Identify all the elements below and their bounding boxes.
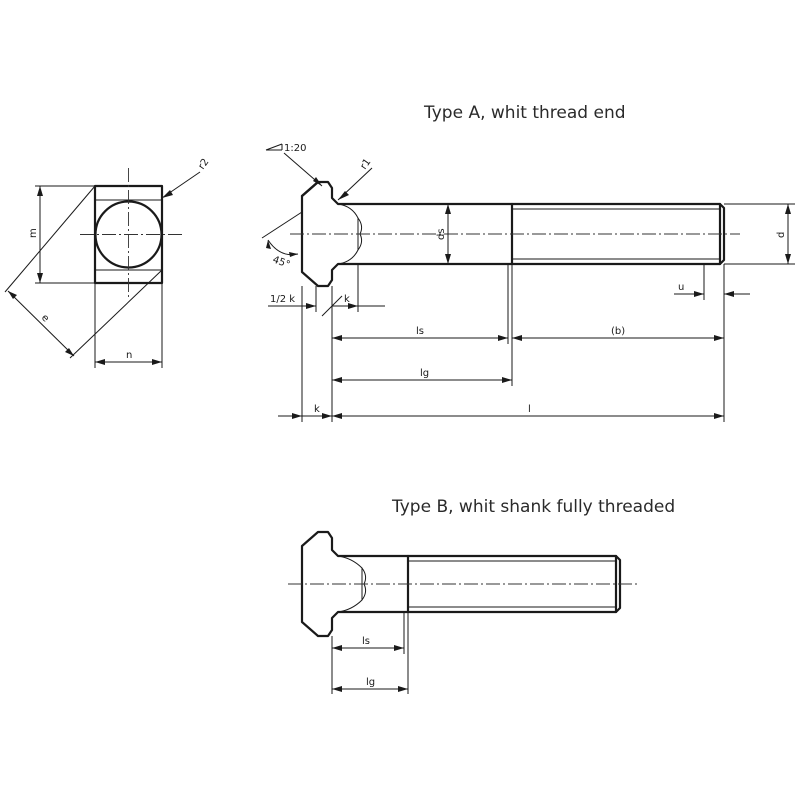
r2-arrowhead <box>162 190 173 198</box>
r1-label: r1 <box>358 157 373 172</box>
b-arrow-left <box>512 335 522 341</box>
d-arrow-bottom <box>785 254 791 264</box>
ds-arrow-top <box>445 204 451 214</box>
type-b-lg-label: lg <box>366 677 375 688</box>
angle-arrow-b <box>289 252 298 257</box>
m-arrow-top <box>37 186 43 196</box>
taper-symbol-slope <box>265 143 283 151</box>
type-b-bolt: ls lg <box>288 530 640 694</box>
type-b-ls-arrow-left <box>332 645 342 651</box>
type-b-title: Type B, whit shank fully threaded <box>391 497 675 517</box>
r1-arrowhead <box>338 191 349 200</box>
e-arrow-a <box>8 291 17 299</box>
u-label: u <box>678 282 684 293</box>
ls-label: ls <box>416 326 424 337</box>
lg-arrow-right <box>502 377 512 383</box>
ls-arrow-right <box>498 335 508 341</box>
taper-arrowhead <box>313 177 322 186</box>
e-arrow-b <box>65 348 74 356</box>
type-a-chamfer-top <box>300 180 320 198</box>
k-small-arrow <box>348 303 358 309</box>
b-arrow-right <box>714 335 724 341</box>
k-arrow-right <box>322 413 332 419</box>
u-arrow-left <box>694 291 704 297</box>
type-b-lg-arrow-left <box>332 686 342 692</box>
type-b-lg-arrow-right <box>398 686 408 692</box>
k-arrow-left <box>292 413 302 419</box>
m-arrow-bottom <box>37 273 43 283</box>
n-arrow-left <box>95 359 105 365</box>
ds-label: ds <box>436 228 447 240</box>
e-extension-a <box>4 185 96 293</box>
ds-arrow-bottom <box>445 254 451 264</box>
half-k-arrow <box>306 303 316 309</box>
end-view: r2 m e n <box>4 157 211 368</box>
ls-arrow-left <box>332 335 342 341</box>
k-small-label: k <box>344 294 350 305</box>
l-arrow-right <box>714 413 724 419</box>
e-dimension-line <box>7 290 75 357</box>
taper-label: 1:20 <box>284 143 306 154</box>
type-b-ls-label: ls <box>362 636 370 647</box>
type-a-title: Type A, whit thread end <box>423 103 626 123</box>
u-arrow-right <box>724 291 734 297</box>
n-label: n <box>126 350 132 361</box>
angle-extension <box>261 211 303 239</box>
type-b-ls-arrow-right <box>394 645 404 651</box>
d-arrow-top <box>785 204 791 214</box>
type-a-bolt: 1:20 r1 45° ds d u <box>261 143 795 422</box>
n-arrow-right <box>152 359 162 365</box>
lg-arrow-left <box>332 377 342 383</box>
e-extension-b <box>69 269 163 359</box>
angle-arc <box>267 239 299 256</box>
half-k-label: 1/2 k <box>270 294 295 305</box>
l-label: l <box>528 404 531 415</box>
k-label: k <box>314 404 320 415</box>
r2-label: r2 <box>196 157 211 172</box>
angle-arrow-a <box>266 240 271 249</box>
m-label: m <box>28 228 39 238</box>
l-arrow-left <box>332 413 342 419</box>
angle-label: 45° <box>271 254 291 270</box>
lg-label: lg <box>420 368 429 379</box>
d-label: d <box>776 232 787 238</box>
b-label: (b) <box>611 326 625 337</box>
